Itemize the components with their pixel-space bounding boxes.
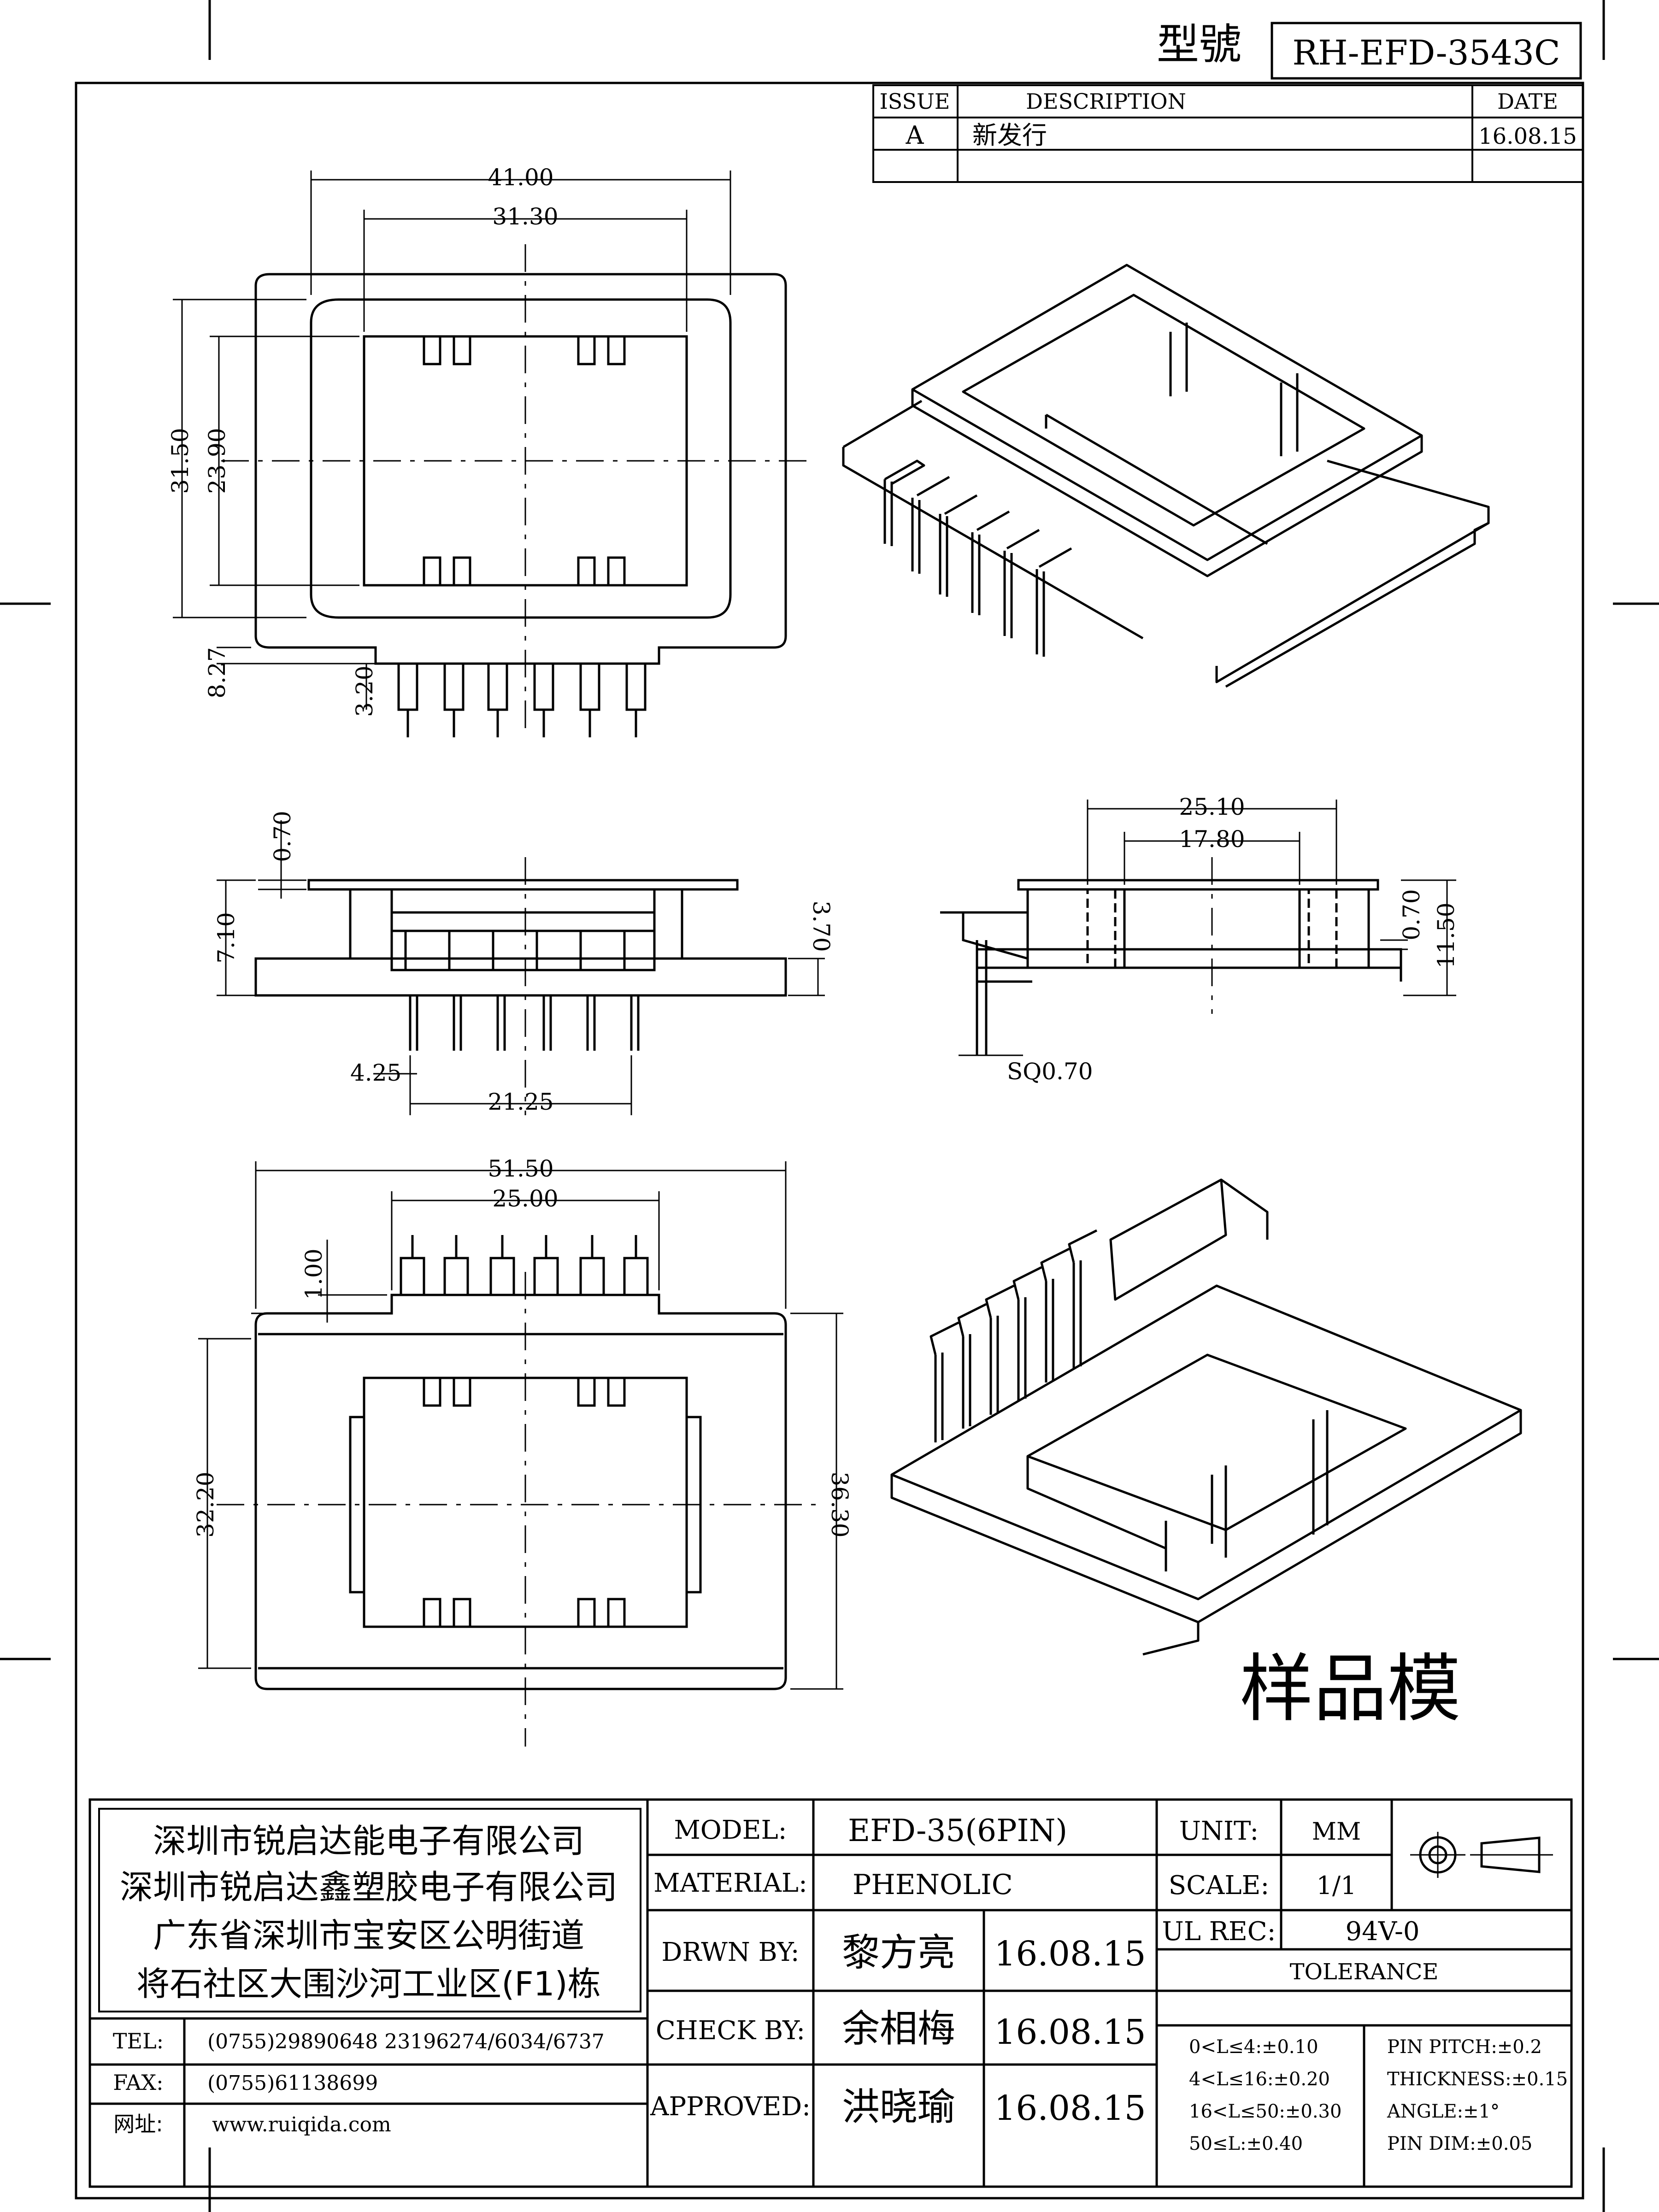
fax-label: FAX: [113, 2070, 163, 2095]
dim-8-27: 8.27 [204, 647, 230, 698]
unit-value: MM [1312, 1818, 1361, 1846]
side-view-dimensions: 25.10 17.80 0.70 11.50 SQ0.70 [1007, 794, 1459, 1085]
company-name-2: 深圳市锐启达鑫塑胶电子有限公司 [120, 1868, 618, 1906]
drawn-label: DRWN BY: [661, 1937, 799, 1967]
dim-31-50: 31.50 [167, 428, 194, 494]
approved-date: 16.08.15 [994, 2088, 1146, 2128]
model-number-header: 型號 RH-EFD-3543C [1157, 20, 1582, 80]
dim-0-70: 0.70 [269, 811, 296, 862]
dim-7-10: 7.10 [213, 912, 240, 963]
dim-sq-0-70: SQ0.70 [1007, 1058, 1093, 1085]
tol-left-2: 4<L≤16:±0.20 [1189, 2069, 1330, 2090]
isometric-view-top [842, 264, 1490, 688]
bottom-view [198, 1161, 843, 1747]
title-block: 深圳市锐启达能电子有限公司 深圳市锐启达鑫塑胶电子有限公司 广东省深圳市宝安区公… [88, 1798, 1573, 2188]
scale-value: 1/1 [1317, 1871, 1357, 1900]
tol-left-1: 0<L≤4:±0.10 [1189, 2036, 1318, 2058]
web-label: 网址: [113, 2112, 163, 2136]
web-value: www.ruiqida.com [212, 2113, 391, 2136]
top-view [173, 171, 816, 737]
dim-25-00: 25.00 [492, 1185, 558, 1212]
front-view [217, 820, 825, 1115]
check-date: 16.08.15 [994, 2012, 1146, 2052]
model-number: RH-EFD-3543C [1292, 33, 1560, 73]
side-view [940, 800, 1456, 1056]
ul-value: 94V-0 [1345, 1917, 1419, 1947]
fax-value: (0755)61138699 [207, 2071, 378, 2095]
model-value: EFD-35(6PIN) [848, 1813, 1067, 1848]
revision-description: 新发行 [972, 121, 1047, 150]
model-label: MODEL: [674, 1815, 787, 1845]
drawn-by: 黎方亮 [842, 1931, 955, 1975]
revision-issue: A [906, 121, 924, 150]
tolerance-label: TOLERANCE [1290, 1959, 1439, 1985]
check-by: 余相梅 [842, 2007, 955, 2051]
company-address-1: 广东省深圳市宝安区公明街道 [153, 1916, 584, 1955]
dim-41: 41.00 [488, 164, 553, 191]
tol-right-1: PIN PITCH:±0.2 [1387, 2036, 1542, 2058]
dim-23-90: 23.90 [204, 428, 230, 494]
material-value: PHENOLIC [853, 1869, 1013, 1901]
tol-right-2: THICKNESS:±0.15 [1387, 2069, 1568, 2090]
tol-left-4: 50≤L:±0.40 [1189, 2133, 1303, 2154]
top-view-dimensions: 41.00 31.30 31.50 23.90 8.27 3.20 [167, 164, 559, 717]
dim-31-30: 31.30 [492, 203, 558, 230]
company-name-1: 深圳市锐启达能电子有限公司 [153, 1822, 584, 1860]
company-address-2: 将石社区大围沙河工业区(F1)栋 [136, 1965, 600, 2003]
ul-label: UL REC: [1162, 1917, 1276, 1947]
dim-11-50: 11.50 [1433, 902, 1459, 968]
dim-36-30: 36.30 [826, 1471, 853, 1537]
approved-by: 洪晓瑜 [842, 2085, 955, 2129]
dim-51-50: 51.50 [488, 1155, 553, 1182]
dim-3-70: 3.70 [808, 900, 835, 952]
model-number-label: 型號 [1157, 20, 1241, 69]
dim-4-25: 4.25 [350, 1059, 401, 1086]
sample-stamp: 样品模 [1240, 1646, 1461, 1732]
drawn-date: 16.08.15 [994, 1934, 1146, 1974]
unit-label: UNIT: [1179, 1816, 1259, 1846]
isometric-view-bottom [890, 1178, 1522, 1656]
tol-left-3: 16<L≤50:±0.30 [1189, 2101, 1341, 2122]
dim-32-20: 32.20 [192, 1471, 219, 1537]
front-view-dimensions: 0.70 7.10 3.70 4.25 21.25 [213, 811, 835, 1115]
tel-value: (0755)29890648 23196274/6034/6737 [207, 2030, 605, 2053]
dim-side-0-70: 0.70 [1398, 889, 1425, 940]
bottom-view-dimensions: 51.50 25.00 1.00 32.20 36.30 [192, 1155, 853, 1538]
approved-label: APPROVED: [650, 2092, 811, 2122]
tel-label: TEL: [113, 2029, 164, 2053]
check-label: CHECK BY: [656, 2016, 805, 2046]
dim-21-25: 21.25 [488, 1088, 553, 1115]
issue-header: ISSUE [880, 89, 950, 114]
drawing-border [75, 82, 1584, 2200]
revision-table: ISSUE DESCRIPTION DATE A 新发行 16.08.15 [872, 84, 1584, 183]
dim-1-00: 1.00 [300, 1248, 327, 1300]
iso-pins-bottom [930, 1229, 1098, 1442]
dim-25-10: 25.10 [1179, 794, 1245, 820]
scale-label: SCALE: [1169, 1871, 1270, 1900]
date-header: DATE [1497, 89, 1558, 114]
iso-pins-top [883, 459, 1072, 657]
dim-3-20: 3.20 [351, 665, 378, 717]
tol-right-4: PIN DIM:±0.05 [1387, 2133, 1532, 2154]
tol-right-3: ANGLE:±1° [1387, 2101, 1500, 2122]
material-label: MATERIAL: [653, 1868, 807, 1898]
description-header: DESCRIPTION [1026, 89, 1186, 114]
dim-17-80: 17.80 [1179, 826, 1245, 853]
revision-date: 16.08.15 [1478, 124, 1577, 149]
